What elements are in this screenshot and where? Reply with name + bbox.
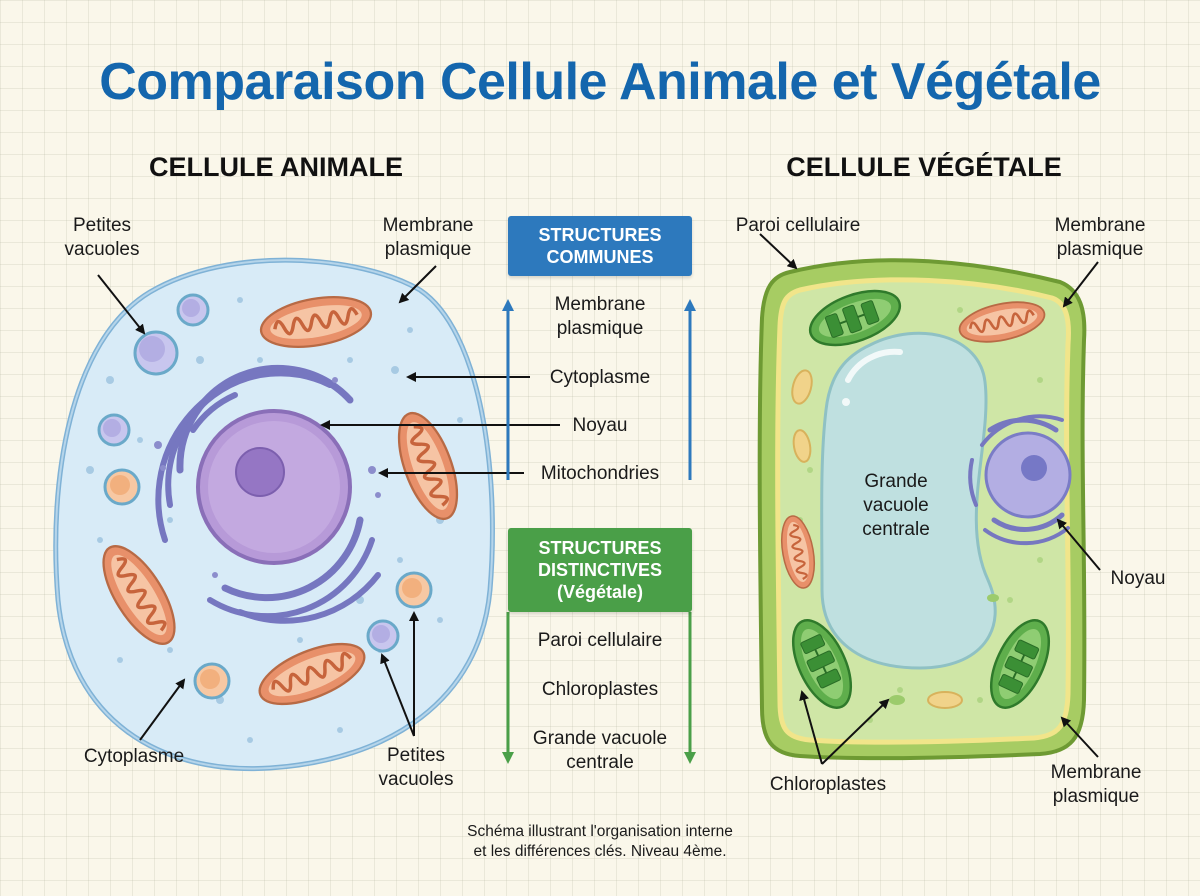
plant-cell — [757, 258, 1087, 761]
animal-cell — [53, 257, 495, 772]
common-arrows — [502, 299, 696, 480]
label-chloroplastes: Chloroplastes — [769, 774, 887, 795]
common-item-mitochondries: Mitochondries — [540, 463, 660, 484]
label-animal-cytoplasme: Cytoplasme — [83, 746, 185, 767]
label-plant-membrane-bottom: Membrane plasmique — [1050, 762, 1142, 807]
distinct-item-grande-vacuole: Grande vacuole centrale — [532, 728, 668, 773]
plant-cell-heading: CELLULE VÉGÉTALE — [786, 152, 1062, 182]
distinct-item-chloroplastes: Chloroplastes — [541, 679, 659, 700]
common-item-membrane: Membrane plasmique — [554, 294, 646, 339]
label-paroi-cellulaire: Paroi cellulaire — [735, 215, 861, 236]
label-petites-vacuoles-top: Petites vacuoles — [64, 215, 140, 260]
plant-plastid — [791, 369, 813, 405]
plant-nucleolus — [1021, 455, 1047, 481]
label-plant-membrane-top: Membrane plasmique — [1054, 215, 1146, 260]
common-item-noyau: Noyau — [572, 415, 628, 436]
plant-plastid — [792, 429, 812, 463]
common-structures-box: STRUCTURES COMMUNES — [508, 216, 692, 276]
plant-leader-lines — [759, 233, 1101, 765]
label-petites-vacuoles-bottom: Petites vacuoles — [378, 745, 454, 790]
plant-plastid — [927, 691, 963, 709]
distinct-structures-box: STRUCTURES DISTINCTIVES (Végétale) — [508, 528, 692, 612]
animal-leader-lines — [97, 265, 560, 741]
animal-cell-heading: CELLULE ANIMALE — [149, 152, 403, 182]
animal-nucleolus — [235, 447, 285, 497]
label-plant-noyau: Noyau — [1110, 568, 1166, 589]
distinct-item-paroi: Paroi cellulaire — [537, 630, 663, 651]
plant-central-vacuole — [820, 331, 997, 670]
page-title: Comparaison Cellule Animale et Végétale — [99, 53, 1101, 111]
label-animal-membrane: Membrane plasmique — [382, 215, 474, 260]
common-item-cytoplasme: Cytoplasme — [549, 367, 651, 388]
caption: Schéma illustrant l'organisation interne… — [467, 823, 733, 860]
label-grande-vacuole: Grande vacuole centrale — [862, 471, 930, 540]
distinct-arrows — [502, 612, 696, 764]
